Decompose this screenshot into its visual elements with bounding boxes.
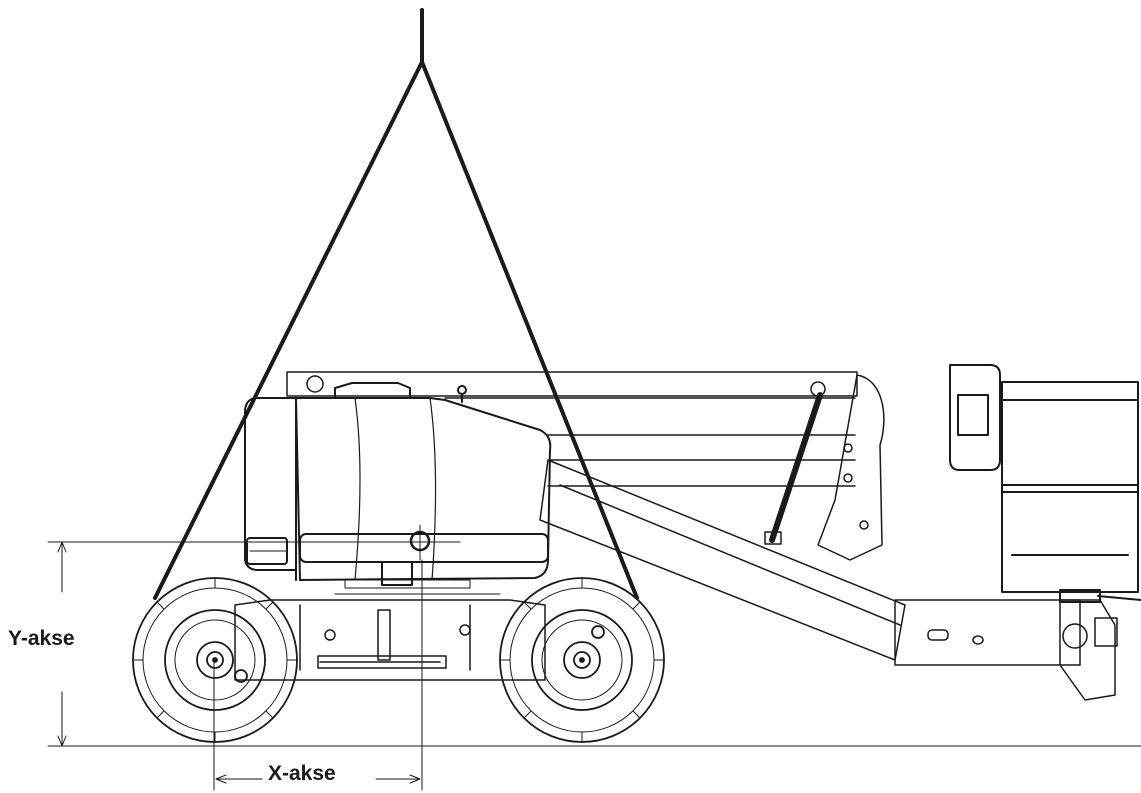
- upper-boom: [286, 371, 885, 561]
- y-axis-label: Y-akse: [8, 627, 75, 650]
- turntable-body: [244, 382, 552, 589]
- lifting-slings: [153, 8, 639, 600]
- front-wheel: [132, 577, 298, 743]
- x-axis-dimension: [213, 559, 423, 791]
- x-axis-label: X-akse: [268, 762, 336, 785]
- chassis: [234, 593, 546, 681]
- platform-basket: [949, 364, 1141, 603]
- lower-boom: [539, 459, 1118, 701]
- y-axis-dimension: [47, 541, 461, 747]
- rear-wheel: [499, 577, 665, 743]
